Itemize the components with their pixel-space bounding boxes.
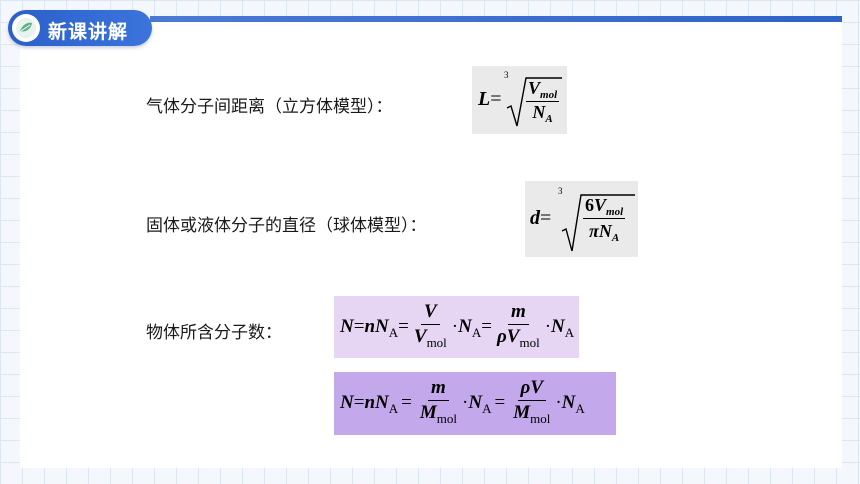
frac-numerator: ρV — [517, 377, 546, 401]
denominator-var: N — [598, 221, 612, 241]
symbol-avogadro: N — [468, 391, 483, 413]
denominator-pi: π — [588, 221, 599, 241]
symbol-avogadro: N — [375, 315, 389, 337]
frac-den-sub: mol — [530, 411, 551, 426]
symbol-moles: n — [364, 391, 376, 413]
frac-den-sub: mol — [519, 334, 540, 350]
frac-numerator: m — [428, 377, 449, 401]
numerator-var: V — [528, 78, 541, 98]
denominator-var: N — [532, 102, 546, 122]
denominator-sub: A — [545, 113, 553, 125]
avogadro-sub: A — [388, 400, 399, 416]
frac-numerator: m — [507, 301, 529, 325]
avogadro-sub: A — [564, 324, 575, 340]
frac-den-var: V — [506, 325, 520, 347]
frac-den-var: M — [419, 402, 437, 423]
frac-den-sub: mol — [436, 411, 458, 426]
radical-sign — [561, 194, 635, 252]
dot-operator: · — [462, 391, 469, 413]
leaf-icon — [12, 14, 40, 42]
equals-sign: = — [481, 315, 492, 337]
dot-operator: · — [555, 391, 562, 413]
frac-denominator: Mmol — [510, 401, 553, 430]
section-title: 新课讲解 — [48, 21, 129, 43]
numerator-sub: mol — [606, 206, 624, 218]
avogadro-sub: A — [575, 400, 585, 416]
equals-sign: = — [398, 315, 409, 337]
root-index: 3 — [558, 186, 563, 196]
frac-num-var: V — [530, 377, 543, 398]
frac-numerator: V — [420, 301, 440, 325]
symbol-avogadro: N — [375, 391, 389, 413]
frac-den-var: V — [413, 325, 427, 347]
numerator-coef: 6 — [585, 195, 594, 215]
cube-model-formula: L= 3 Vmol NA — [472, 66, 567, 134]
symbol-n-total: N — [340, 391, 354, 413]
frac-den-sub: mol — [426, 334, 447, 350]
dot-operator: · — [544, 315, 552, 337]
lhs-symbol: L — [478, 88, 491, 110]
frac-denominator: ρVmol — [494, 325, 543, 354]
symbol-avogadro: N — [551, 315, 565, 337]
frac-denominator: Vmol — [411, 325, 450, 354]
molecule-count-label: 物体所含分子数： — [146, 323, 282, 343]
frac-denominator: Mmol — [417, 401, 460, 430]
lhs-symbol: d — [530, 207, 540, 229]
frac-num-rho: ρ — [520, 377, 531, 398]
header-rule — [150, 16, 842, 22]
sphere-diameter-label: 固体或液体分子的直径（球体模型）： — [146, 216, 427, 236]
frac-den-var: M — [513, 402, 531, 423]
denominator-sub: A — [611, 232, 620, 244]
equals-sign: = — [353, 315, 365, 337]
radical-sign — [506, 77, 562, 127]
equals-sign: = — [353, 391, 365, 413]
avogadro-sub: A — [388, 324, 399, 340]
equals-sign: = — [401, 391, 412, 413]
section-badge: 新课讲解 — [8, 10, 152, 46]
equals-sign: = — [490, 88, 502, 110]
numerator-var: V — [594, 195, 607, 215]
symbol-avogadro: N — [561, 391, 576, 413]
gas-distance-label: 气体分子间距离（立方体模型）： — [146, 97, 393, 117]
symbol-moles: n — [364, 315, 376, 337]
equals-sign: = — [540, 207, 552, 229]
dot-operator: · — [451, 315, 459, 337]
avogadro-sub: A — [482, 400, 492, 416]
sphere-model-formula: d= 3 6Vmol πNA — [525, 181, 638, 257]
root-index: 3 — [504, 70, 509, 80]
symbol-n-total: N — [340, 315, 354, 337]
symbol-avogadro: N — [458, 315, 472, 337]
frac-den-rho: ρ — [496, 325, 507, 347]
avogadro-sub: A — [471, 324, 482, 340]
equals-sign: = — [494, 391, 506, 413]
numerator-sub: mol — [540, 89, 558, 101]
